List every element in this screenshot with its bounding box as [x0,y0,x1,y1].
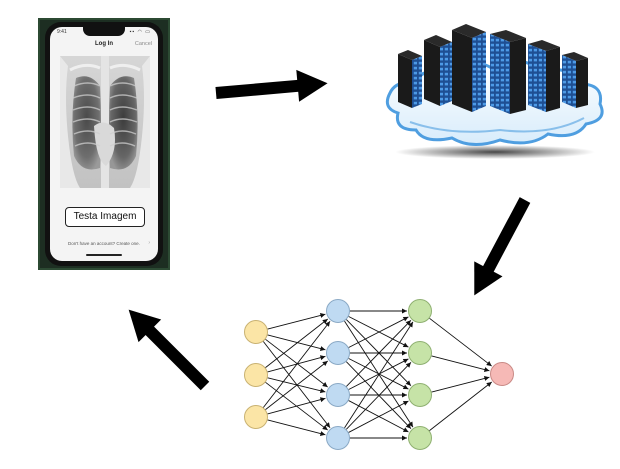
connection-arrowhead [325,422,331,428]
connection-arrowhead [405,362,411,368]
input-node [244,363,268,387]
connection-arrowhead [402,435,407,441]
server-rack [452,24,486,112]
server-rack [528,40,560,112]
connection-arrowhead [319,346,326,351]
connection-edge [346,362,412,430]
hidden-node [326,299,350,323]
connection-arrowhead [319,355,326,361]
connection-edge [267,419,326,436]
connection-edge [344,321,414,429]
connection-arrowhead [408,421,413,428]
connection-edge [267,397,326,415]
input-node [244,405,268,429]
cloud-servers [380,18,610,163]
connection-arrowhead [325,321,331,327]
connection-arrowhead [319,397,326,403]
arrow-down-left [474,197,531,296]
connection-arrowhead [319,431,326,436]
connection-arrowhead [483,376,490,381]
connection-arrowhead [405,380,411,386]
connection-arrowhead [322,382,328,388]
connection-edge [265,338,328,388]
status-icons: ▪▪ ◠ ▭ [129,29,151,35]
connection-edge [429,317,492,367]
connection-edge [348,400,409,433]
phone-screen: 9:41 ▪▪ ◠ ▭ Log In Cancel [50,27,158,261]
connection-edge [265,318,329,368]
connection-arrowhead [402,392,407,398]
connection-edge [429,381,493,431]
connection-arrowhead [408,321,413,328]
connection-edge [348,316,409,348]
server-rack [398,50,422,108]
chevron-right-icon: › [148,240,150,246]
chest-xray-image [60,56,150,188]
neural-network [230,290,530,460]
connection-edge [267,334,326,351]
server-rack [490,30,526,114]
connection-arrowhead [402,316,409,322]
connection-arrowhead [402,342,409,348]
connection-arrowhead [402,427,409,432]
output-node [490,362,514,386]
connection-arrowhead [402,401,409,406]
create-account-link[interactable]: Don't have an account? Create one. [68,241,140,246]
hidden-node [408,383,432,407]
connection-edge [265,360,329,410]
login-title: Log In [95,41,113,47]
hidden-node [408,341,432,365]
server-rack [562,52,588,108]
neural-network-connections [262,308,493,441]
connection-arrowhead [322,318,328,325]
hidden-node [408,299,432,323]
hidden-node [326,341,350,365]
connection-edge [348,358,409,390]
input-node [244,320,268,344]
connection-edge [431,376,490,393]
arrow-up-left [128,309,210,391]
cancel-link[interactable]: Cancel [134,41,152,47]
connection-arrowhead [402,308,407,314]
hidden-node [326,426,350,450]
home-indicator [86,254,122,256]
hidden-node [408,426,432,450]
server-rack [424,35,452,106]
connection-edge [262,321,331,408]
connection-arrowhead [322,360,328,367]
connection-edge [346,319,412,387]
connection-arrowhead [486,361,492,367]
status-time: 9:41 [57,29,67,35]
connection-arrowhead [405,423,411,429]
connection-arrowhead [402,358,409,364]
connection-edge [431,355,490,372]
hidden-node [326,383,350,407]
connection-arrowhead [319,388,326,394]
connection-arrowhead [322,425,328,431]
arrow-right [215,69,328,102]
connection-edge [267,313,326,330]
test-image-button[interactable]: Testa Imagem [65,207,145,227]
connection-arrowhead [402,350,407,356]
phone-notch [83,27,125,36]
connection-arrowhead [402,384,409,390]
connection-arrowhead [486,381,492,388]
cloud-shadow [395,145,595,159]
connection-arrowhead [483,367,490,372]
connection-arrowhead [319,313,326,318]
